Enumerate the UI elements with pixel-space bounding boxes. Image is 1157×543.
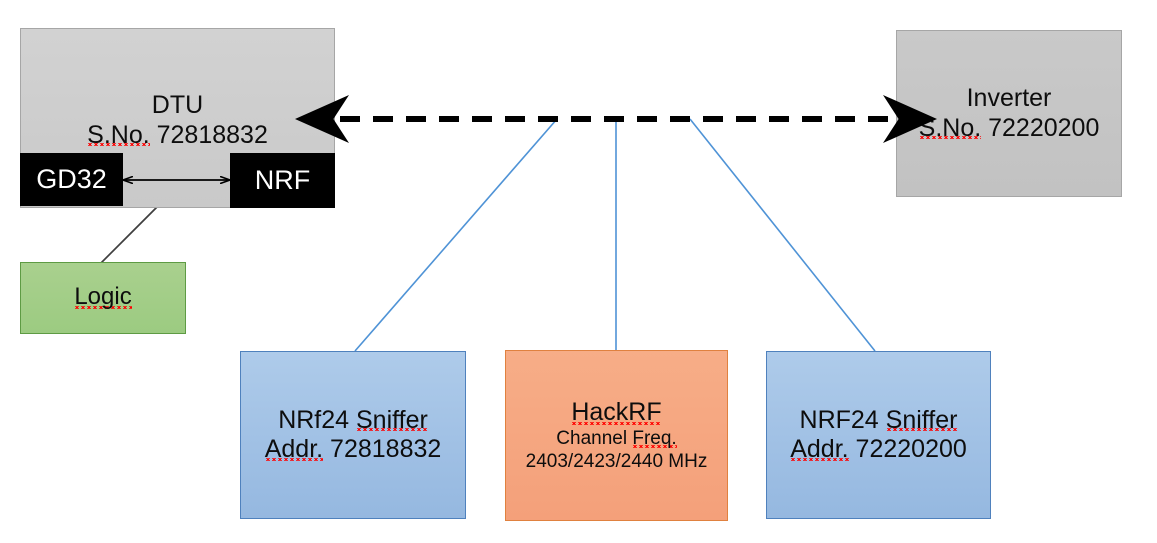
nrf-label: NRF [254,165,311,195]
sniffer-right-addr: Addr. 72220200 [790,435,967,465]
hackrf-channel-label: Channel Freq. [556,428,677,450]
dtu-serial: S.No. 72818832 [21,120,334,151]
sniffer-left-addr-number: 72818832 [330,435,442,463]
inverter-serial-prefix: S.No. [918,113,982,142]
dtu-serial-number: 72818832 [156,120,268,149]
sniffer-left-node: NRf24 Sniffer Addr. 72818832 [240,351,466,519]
dtu-serial-prefix: S.No. [87,120,150,149]
sniffer-right-node: NRF24 Sniffer Addr. 72220200 [766,351,991,519]
sniffer-right-tap-line [689,118,876,352]
sniffer-left-title: NRf24 Sniffer [278,405,428,434]
sniffer-right-addr-number: 72220200 [855,435,967,463]
sniffer-left-addr: Addr. 72818832 [264,435,442,465]
hackrf-node: HackRF Channel Freq. 2403/2423/2440 MHz [505,350,728,521]
dtu-node: DTU S.No. 72818832 [20,28,335,208]
sniffer-left-tap-line [354,118,558,352]
inverter-title: Inverter [966,84,1052,112]
logic-node: Logic [20,262,186,334]
sniffer-left-addr-prefix: Addr. [264,435,324,463]
logic-label: Logic [74,283,132,312]
gd32-label: GD32 [36,164,107,194]
sniffer-right-title: NRF24 Sniffer [799,405,958,434]
dtu-title: DTU [151,91,204,119]
hackrf-frequencies: 2403/2423/2440 MHz [525,450,708,472]
inverter-serial-number: 72220200 [988,113,1100,142]
sniffer-right-addr-prefix: Addr. [790,435,849,463]
inverter-serial: S.No. 72220200 [918,113,1100,144]
nrf-node: NRF [230,153,335,208]
inverter-node: Inverter S.No. 72220200 [896,30,1122,197]
dtu-labels: DTU S.No. 72818832 [21,91,334,150]
gd32-node: GD32 [20,153,123,206]
hackrf-title: HackRF [571,397,662,429]
